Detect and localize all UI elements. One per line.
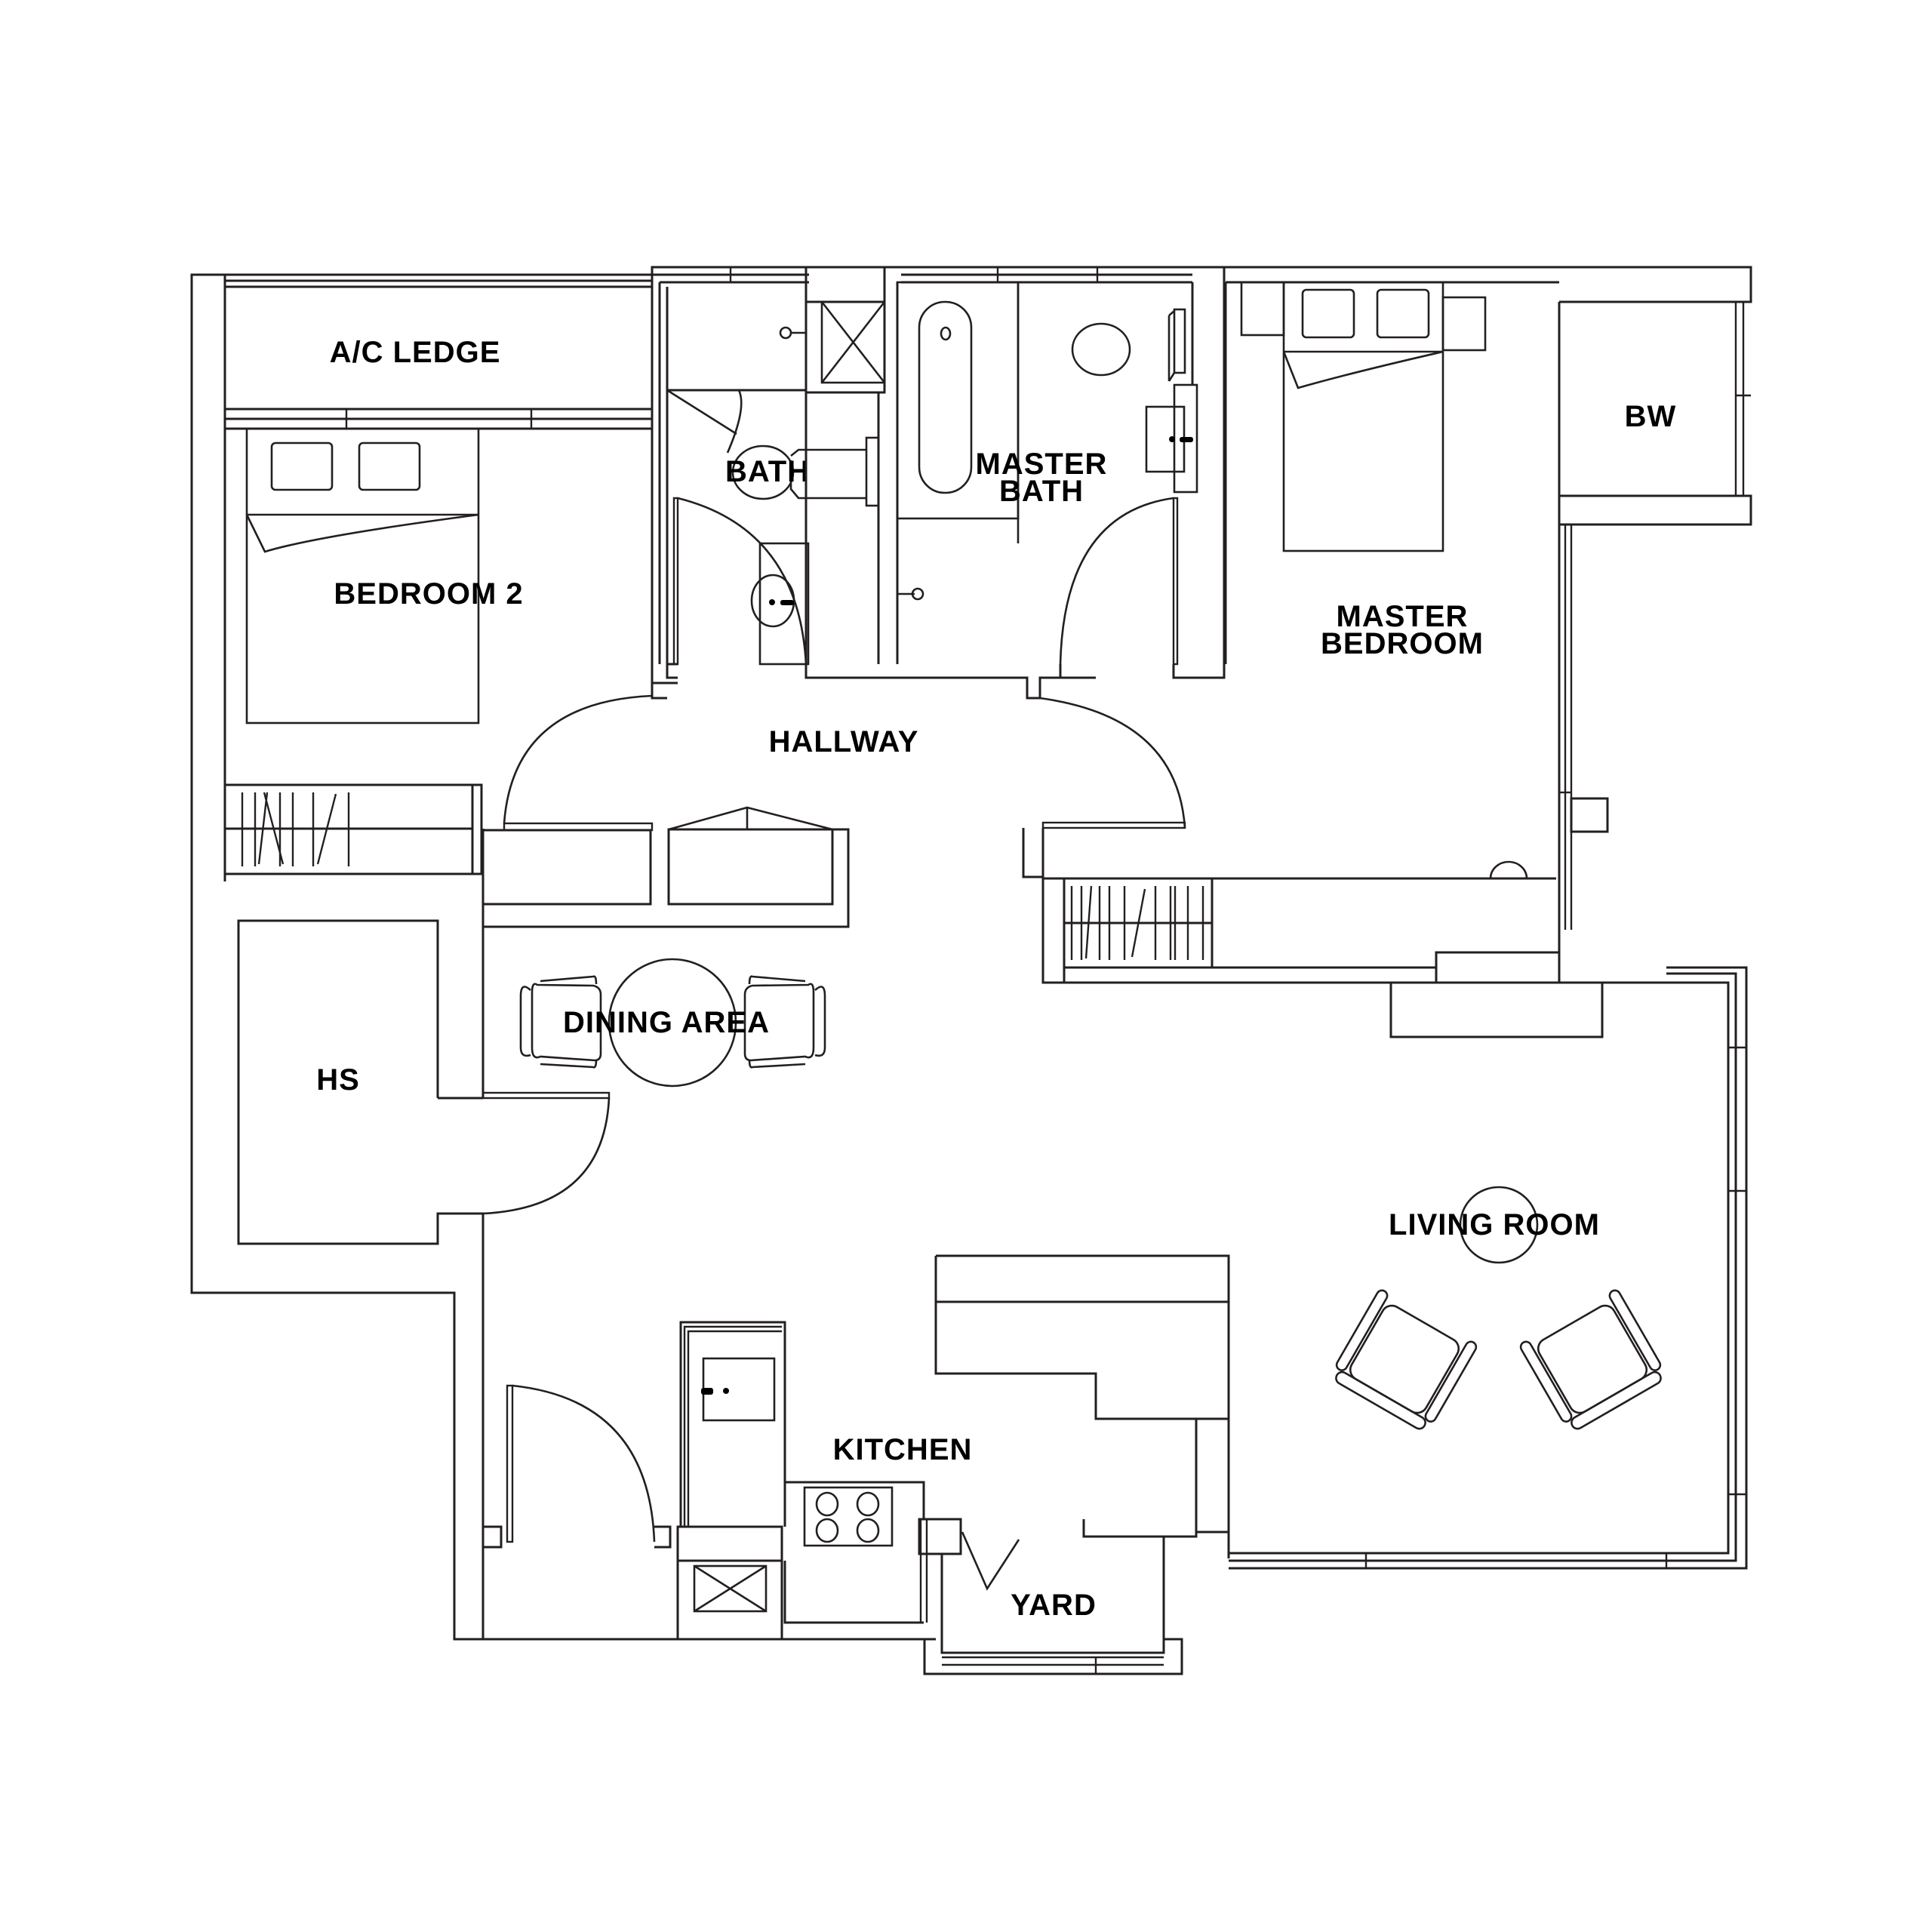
room-label-bw: BW	[1625, 400, 1677, 433]
room-label-hs: HS	[316, 1063, 360, 1097]
room-label-master-bedroom-line2: BEDROOM	[1321, 627, 1484, 660]
dining-chair	[519, 975, 602, 1069]
living-room: LIVING ROOM	[1229, 966, 1748, 1570]
wardrobe	[223, 783, 483, 875]
room-label-bedroom-2: BEDROOM 2	[334, 577, 523, 611]
double-bed	[1282, 281, 1444, 552]
basin	[750, 542, 810, 666]
exterior-walls	[190, 266, 1752, 1641]
kitchen: KITCHEN	[483, 1254, 1230, 1641]
room-label-living-room: LIVING ROOM	[1389, 1208, 1600, 1241]
room-label-yard: YARD	[1011, 1589, 1097, 1622]
bathtub	[896, 281, 1020, 543]
dining-area: DINING AREA	[519, 958, 826, 1088]
room-label-hallway: HALLWAY	[769, 725, 919, 758]
coffee-table	[1459, 1186, 1539, 1264]
bedroom-2: BEDROOM 2	[223, 427, 654, 881]
master-bedroom: MASTER BEDROOM BW	[1022, 281, 1752, 984]
basin	[1145, 383, 1198, 494]
kitchen-sink	[701, 1357, 776, 1422]
room-label-kitchen: KITCHEN	[833, 1433, 973, 1466]
room-label-ac-ledge: A/C LEDGE	[330, 336, 501, 369]
dining-table	[608, 958, 737, 1088]
hob	[803, 1486, 894, 1547]
wardrobe	[1041, 877, 1561, 984]
double-bed	[245, 427, 480, 724]
master-bath: MASTER BATH	[896, 281, 1198, 678]
toilet	[1071, 308, 1186, 382]
hs-door[interactable]	[482, 1097, 611, 1215]
shower	[820, 300, 886, 384]
toilet	[731, 436, 880, 507]
dining-chair	[743, 975, 826, 1069]
household-shelter: HS	[237, 919, 611, 1639]
armchair	[1519, 1289, 1662, 1430]
bedroom-2-door[interactable]	[503, 681, 678, 832]
room-label-master-bath-line1: MASTER	[976, 448, 1108, 481]
room-label-master-bedroom-line1: MASTER	[1337, 600, 1469, 633]
yard: YARD	[918, 1518, 1198, 1675]
room-label-dining-area: DINING AREA	[563, 1006, 770, 1039]
armchair	[1335, 1289, 1478, 1430]
bath: BATH	[666, 266, 886, 679]
room-label-master-bath-line2: BATH	[999, 475, 1084, 508]
entrance-door[interactable]	[483, 1384, 672, 1549]
master-bath-door[interactable]	[1059, 497, 1179, 678]
master-bedroom-door[interactable]	[1022, 697, 1186, 878]
bath-door[interactable]	[667, 497, 808, 666]
room-label-bath: BATH	[725, 455, 810, 488]
hallway: HALLWAY	[481, 681, 919, 928]
ac-ledge: A/C LEDGE	[330, 336, 501, 369]
